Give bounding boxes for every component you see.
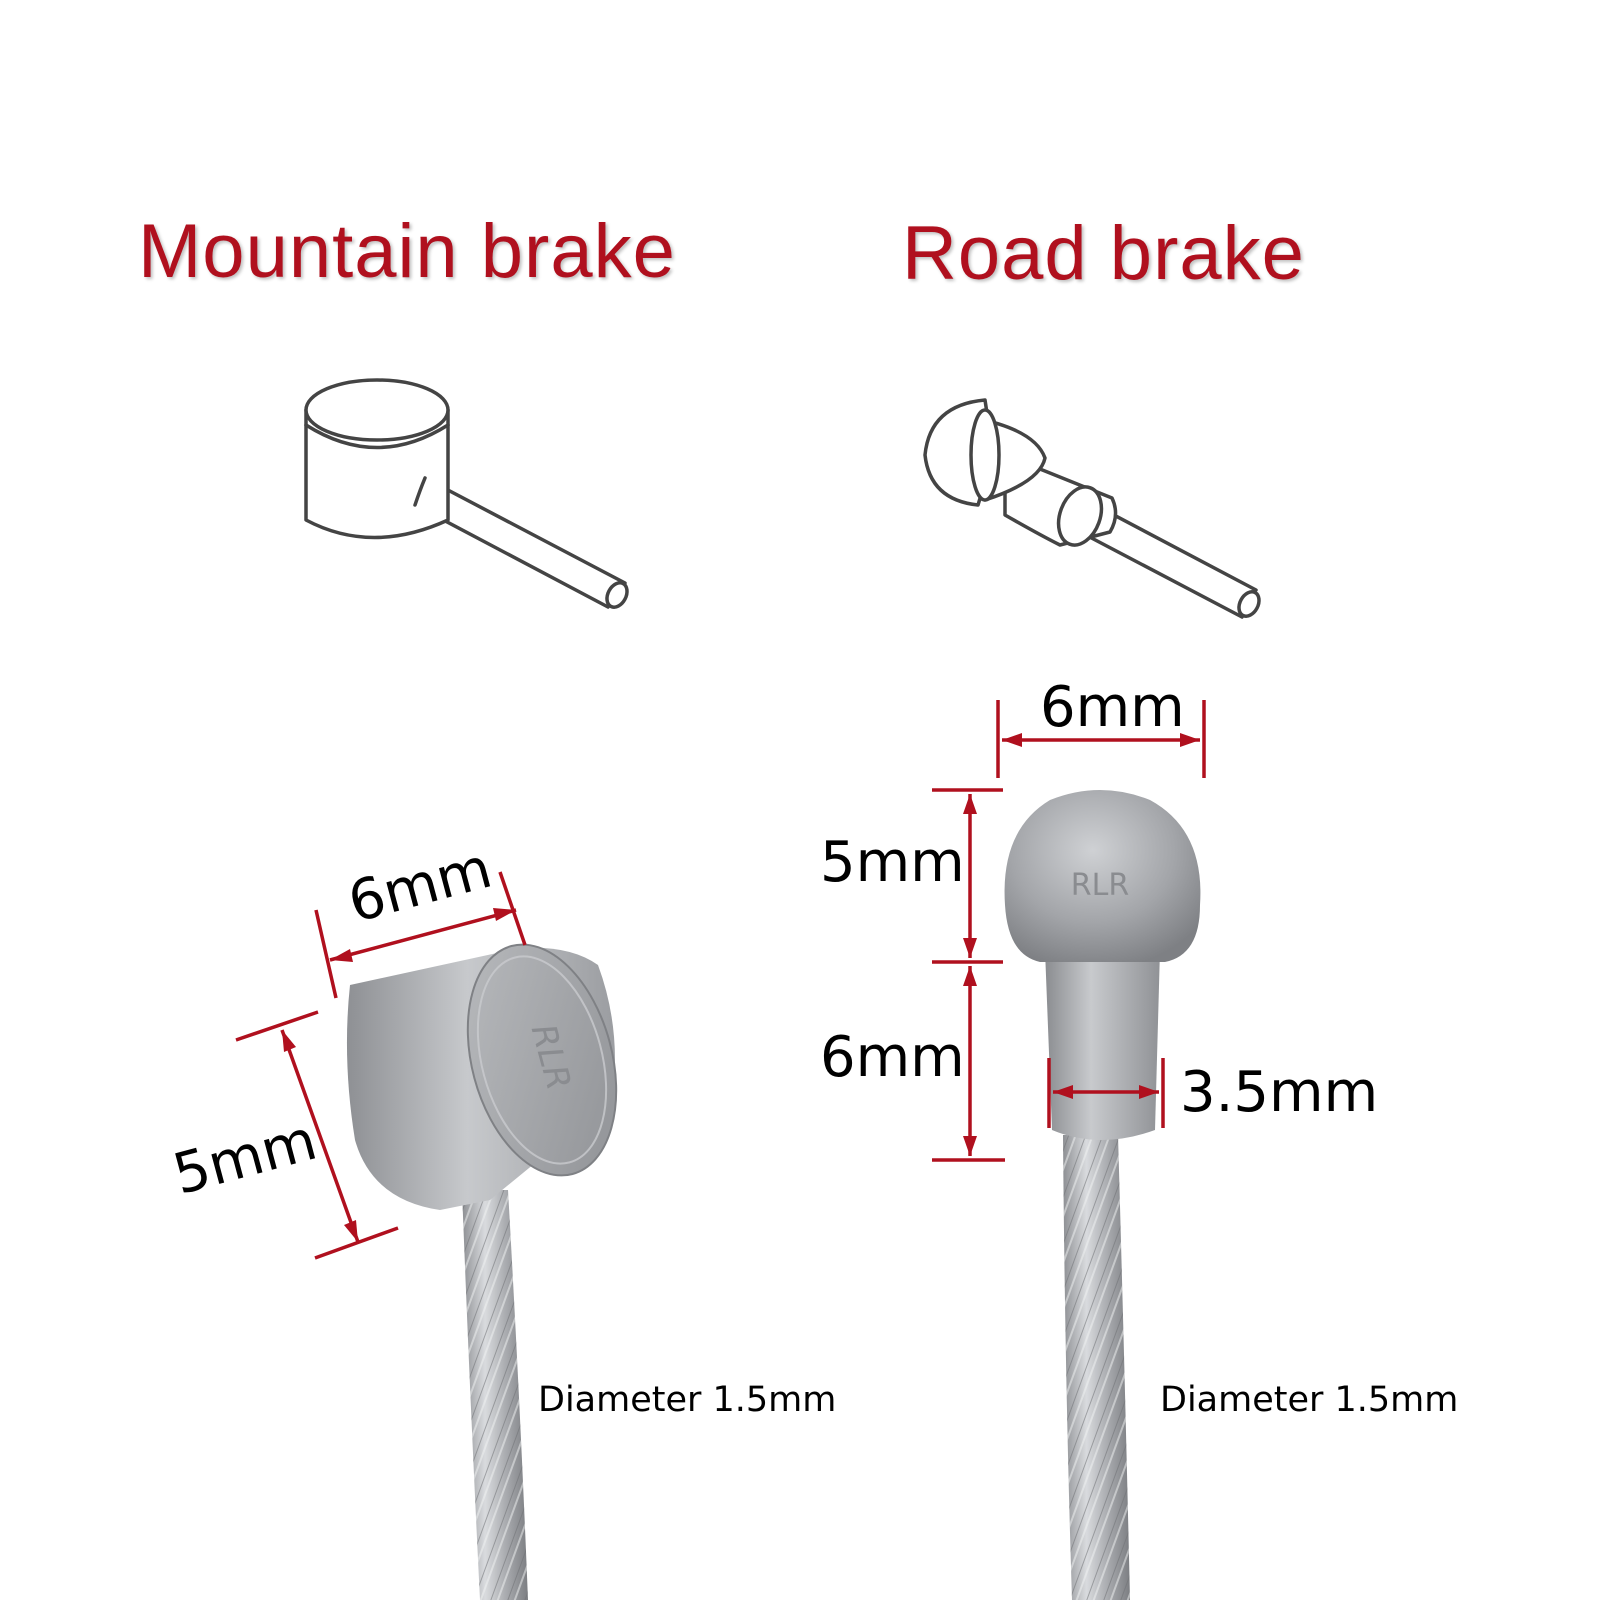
mountain-line-cable-end <box>605 581 629 609</box>
dimension-lines <box>235 700 1206 1260</box>
mountain-line-cable-top <box>423 476 627 585</box>
mountain-width-arrow-left <box>330 949 353 962</box>
mountain-height-ext-bottom <box>314 1226 399 1260</box>
road-dome-arrow-bottom <box>963 938 977 958</box>
road-width-arrow-left <box>1002 733 1022 747</box>
road-dome <box>1004 790 1201 962</box>
mountain-line-cable-join <box>413 476 427 507</box>
road-cable-strands <box>1063 1135 1130 1600</box>
mountain-width-line <box>329 908 517 962</box>
mountain-barrel-face <box>466 943 618 1177</box>
road-nipple-line-art <box>923 398 1261 619</box>
road-neck-arrow-bottom <box>963 1136 977 1156</box>
road-width-arrow-right <box>1180 733 1200 747</box>
road-neck-width-arrow-left <box>1053 1085 1073 1099</box>
road-neck-width-arrow-right <box>1139 1085 1159 1099</box>
road-neck-height-label: 6mm <box>820 1025 965 1090</box>
road-line-neck-collar <box>1056 485 1104 547</box>
road-line-cable-end <box>1237 590 1261 618</box>
mountain-nipple-line-art <box>304 378 629 609</box>
mountain-width-arrow-right <box>493 908 516 921</box>
road-width-label: 6mm <box>1040 675 1185 740</box>
road-line-dome-edge <box>969 408 1001 502</box>
mountain-cable-diameter-label: Diameter 1.5mm <box>538 1380 837 1420</box>
road-cable-diameter-label: Diameter 1.5mm <box>1160 1380 1459 1420</box>
road-line-cable-bottom <box>1080 531 1244 619</box>
mountain-height-arrow-bottom <box>344 1220 358 1242</box>
road-line-cable-top <box>1093 503 1258 592</box>
dimension-arrowheads <box>282 733 1200 1242</box>
mountain-height-arrow-top <box>282 1030 296 1052</box>
road-neck <box>1045 950 1160 1140</box>
mountain-height-ext-top <box>235 1010 319 1042</box>
mountain-line-barrel-top <box>304 378 450 442</box>
road-dome-height-label: 5mm <box>820 830 965 895</box>
mountain-height-line <box>280 1029 360 1243</box>
road-nipple-photo: RLR <box>1004 790 1201 1600</box>
road-neck-arrow-top <box>963 966 977 986</box>
road-head-mark: RLR <box>1071 868 1129 903</box>
mountain-nipple-photo: RLR <box>346 943 618 1600</box>
mountain-line-barrel-rim <box>304 423 450 450</box>
mountain-width-ext-left <box>314 909 338 999</box>
road-brake-title: Road brake <box>902 211 1305 296</box>
mountain-cable-strands <box>462 1190 528 1600</box>
road-dome-arrow-top <box>963 794 977 814</box>
mountain-brake-title: Mountain brake <box>138 209 676 294</box>
road-neck-width-label: 3.5mm <box>1180 1060 1379 1125</box>
mountain-width-ext-right <box>498 871 527 946</box>
mountain-barrel-face-rim <box>476 955 608 1165</box>
